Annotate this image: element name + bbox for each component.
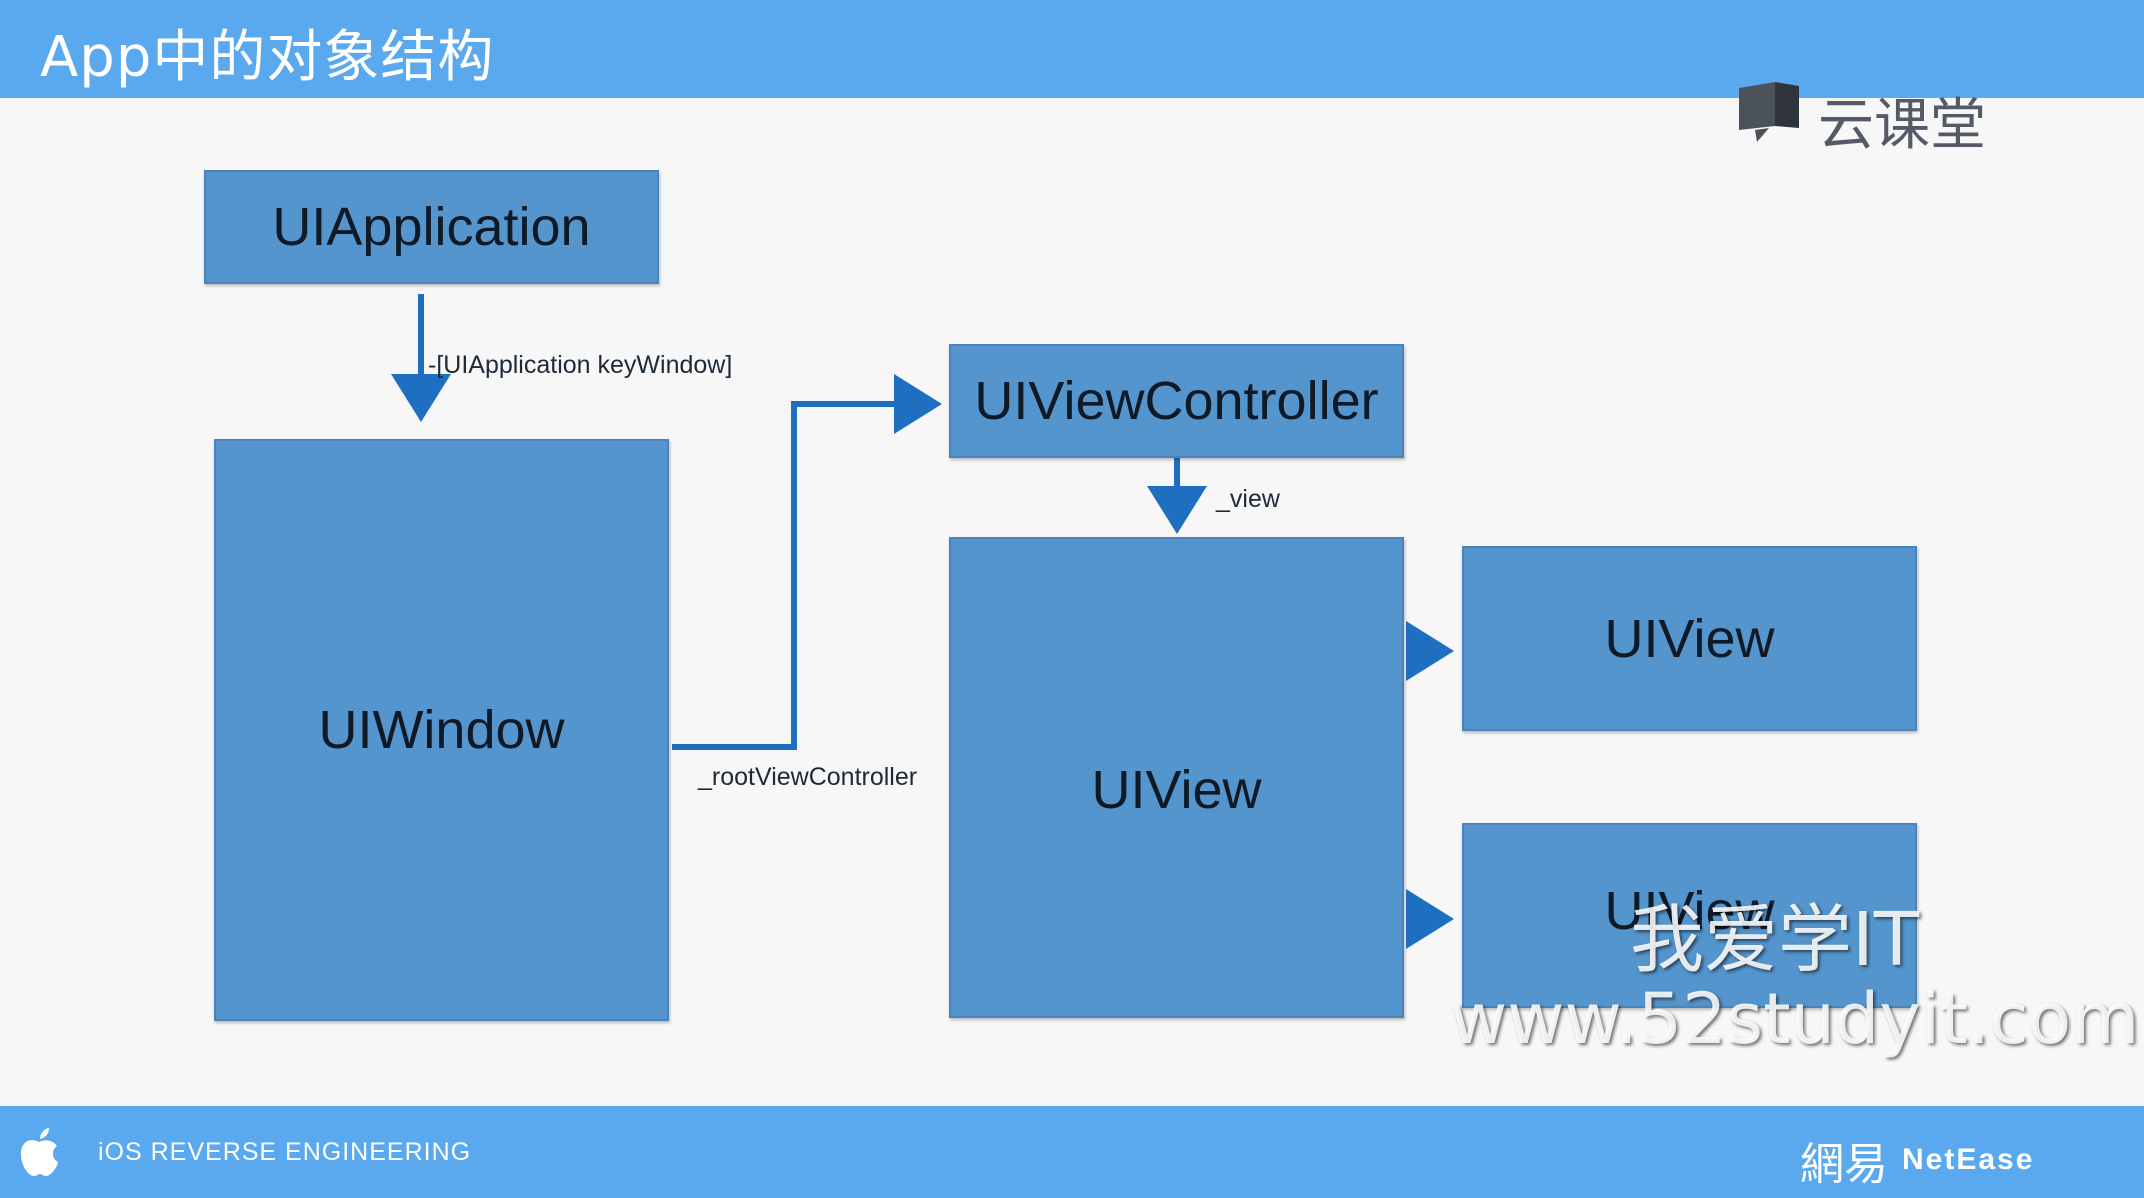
netease-logo-cn: 網易 — [1800, 1139, 1888, 1190]
title-bar — [0, 0, 2144, 98]
node-uiview-main: UIView — [949, 537, 1404, 1018]
cloud-classroom-logo-text: 云课堂 — [1818, 93, 1986, 158]
node-uiview-sub-bottom: UIView — [1462, 823, 1917, 1008]
netease-logo-en: NetEase — [1902, 1143, 2035, 1176]
footer-course-title: iOS REVERSE ENGINEERING — [98, 1138, 472, 1166]
apple-icon — [20, 1128, 58, 1176]
footer-bar — [0, 1106, 2144, 1198]
slide-title: App中的对象结构 — [40, 25, 495, 90]
node-uiwindow: UIWindow — [214, 439, 669, 1021]
node-uiviewcontroller: UIViewController — [949, 344, 1404, 458]
node-uiview-sub-top: UIView — [1462, 546, 1917, 731]
edge-label-keywindow: -[UIApplication keyWindow] — [428, 351, 733, 379]
node-uiapplication: UIApplication — [204, 170, 659, 284]
arrow-window-to-viewcontroller — [672, 374, 942, 750]
cloud-classroom-logo-icon — [1739, 82, 1799, 142]
watermark-chinese: 我爱学IT — [1630, 897, 1920, 983]
edge-label-rootviewcontroller: _rootViewController — [698, 763, 918, 791]
edge-label-view: _view — [1216, 485, 1280, 513]
watermark-url: www.52studyit.com — [1450, 978, 2140, 1060]
